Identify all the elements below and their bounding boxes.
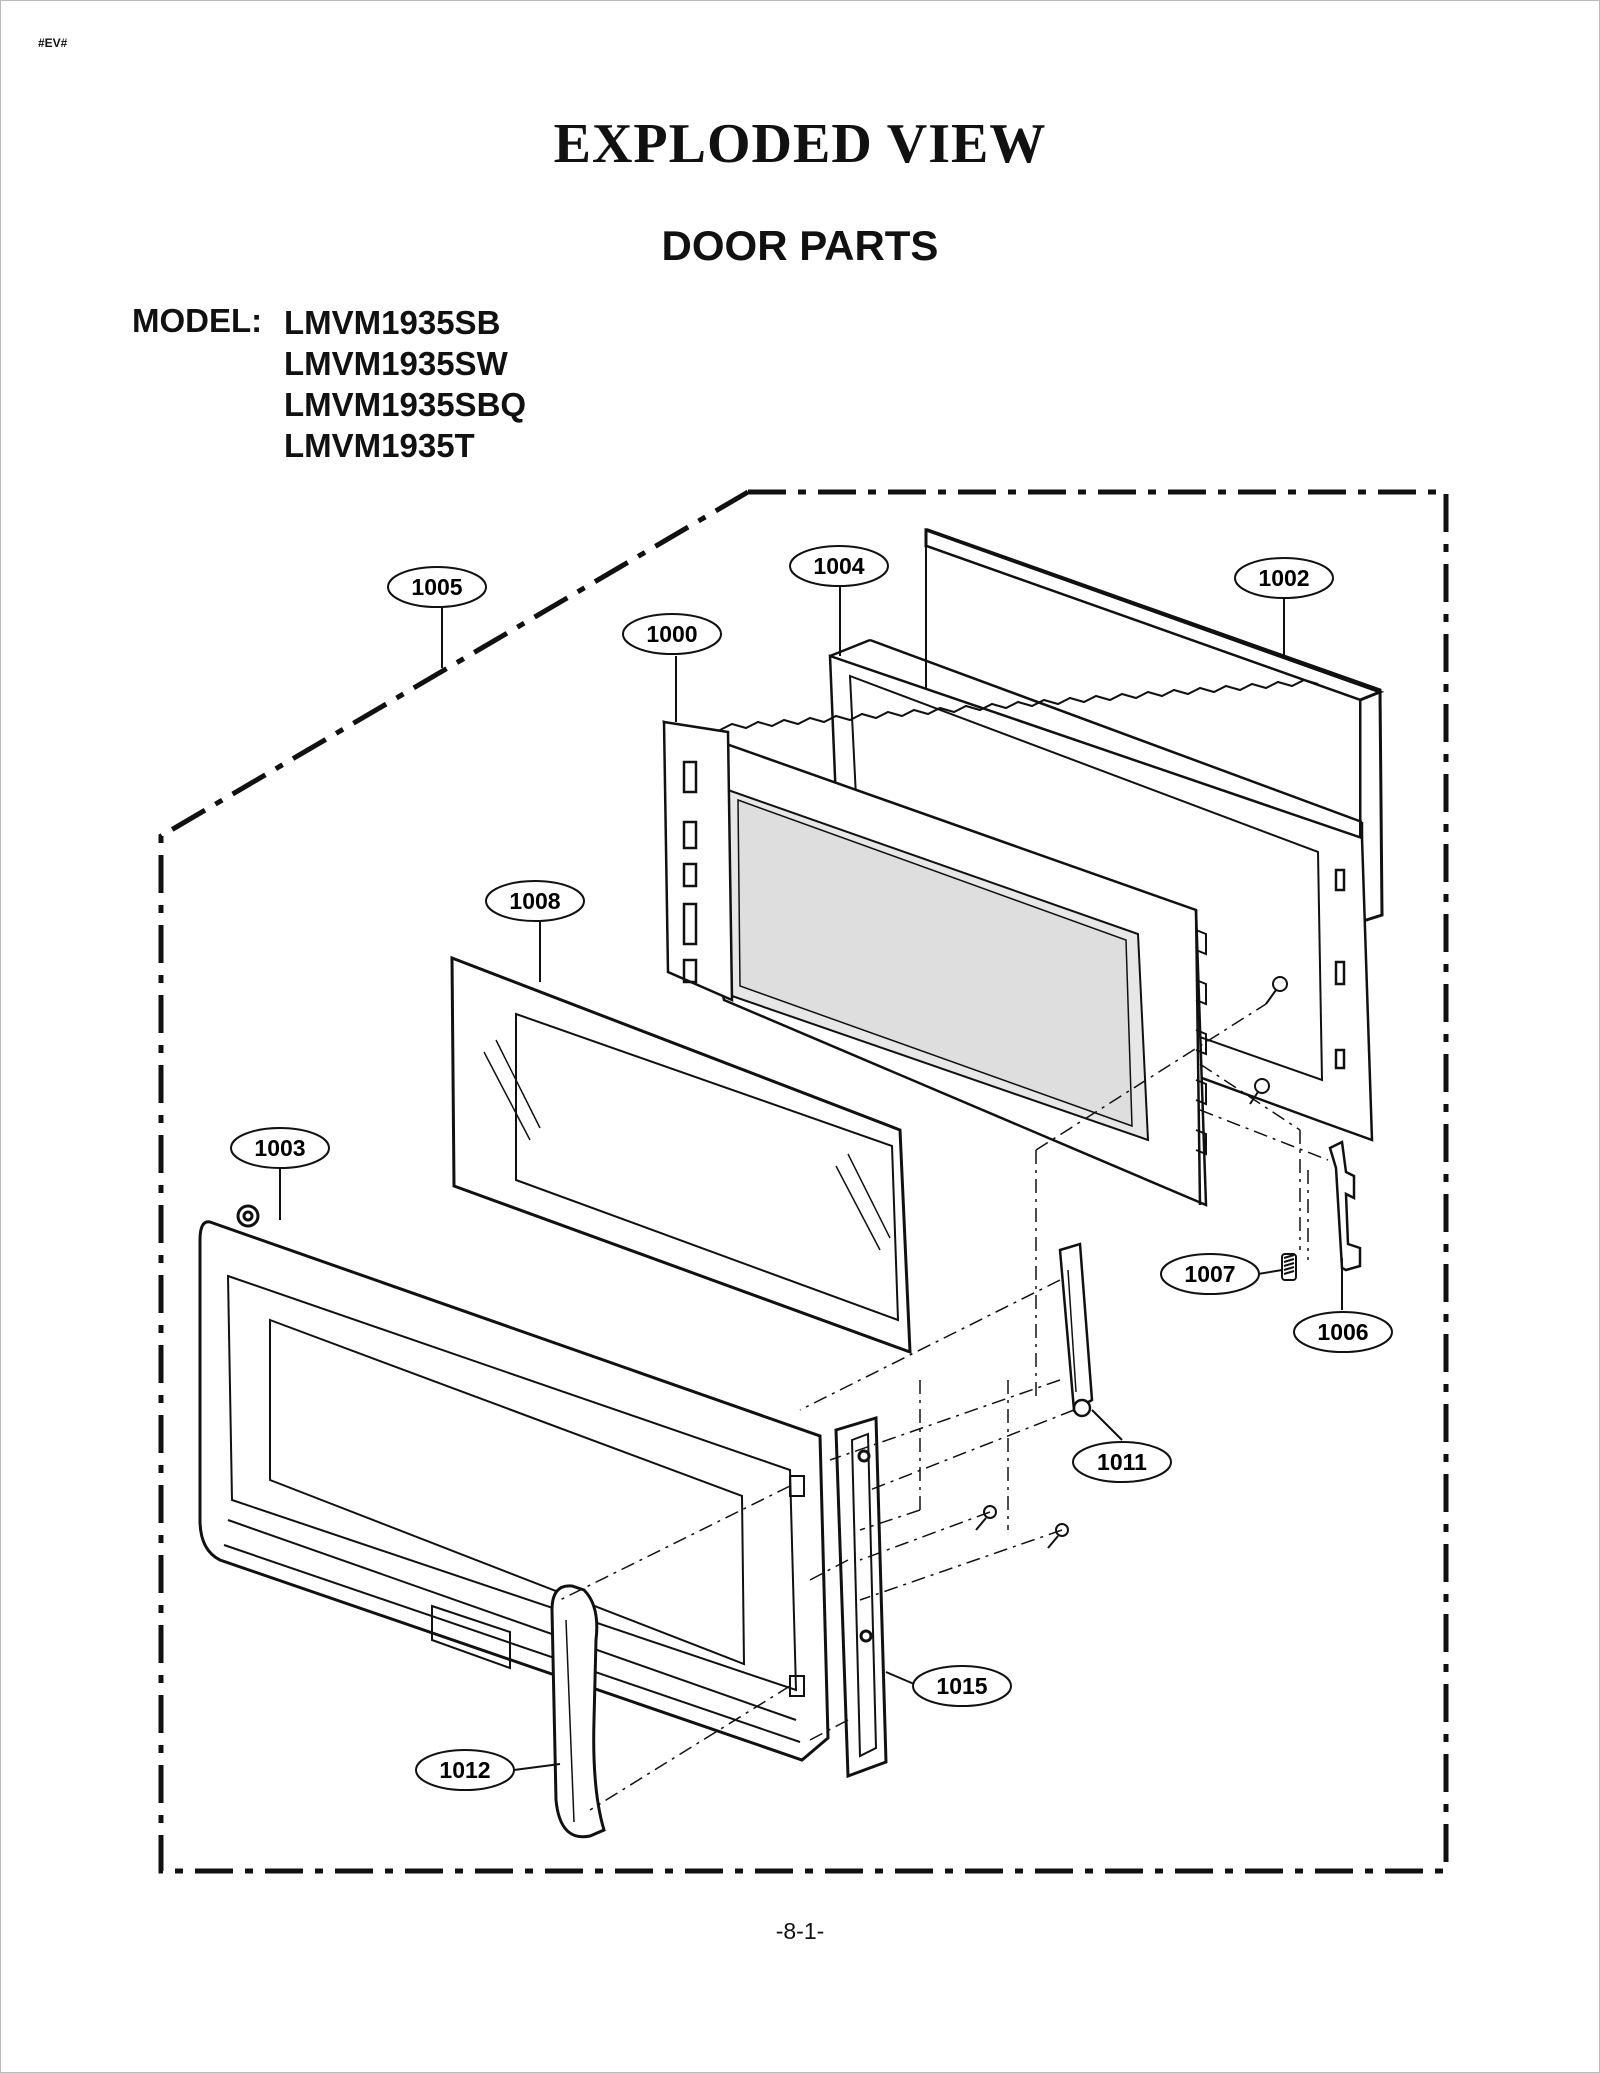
callout-1004: 1004 — [789, 545, 889, 587]
callout-label: 1000 — [646, 621, 697, 647]
callout-1015: 1015 — [912, 1665, 1012, 1707]
screws — [975, 976, 1288, 1549]
callout-1003: 1003 — [230, 1127, 330, 1169]
part-1008-glass — [450, 955, 912, 1355]
model-label: MODEL: — [132, 302, 263, 339]
callout-label: 1004 — [813, 553, 864, 579]
assembly-boundary — [158, 489, 1449, 1874]
callout-label: 1006 — [1317, 1319, 1368, 1345]
callout-1005: 1005 — [387, 566, 487, 608]
model-list: LMVM1935SB LMVM1935SW LMVM1935SBQ LMVM19… — [284, 302, 526, 466]
page-title: EXPLODED VIEW — [553, 113, 1047, 175]
callout-1012: 1012 — [415, 1749, 515, 1791]
model-item: LMVM1935SBQ — [284, 386, 527, 423]
part-1015-side-trim — [834, 1416, 888, 1779]
callout-label: 1008 — [509, 888, 560, 914]
part-1012-handle — [550, 1584, 606, 1839]
callout-1007: 1007 — [1160, 1253, 1260, 1295]
callout-label: 1012 — [439, 1757, 490, 1783]
callout-1000: 1000 — [622, 613, 722, 655]
callout-1006: 1006 — [1293, 1311, 1393, 1353]
model-item: LMVM1935SB — [284, 304, 501, 341]
section-subtitle: DOOR PARTS — [661, 222, 939, 269]
callout-1011: 1011 — [1072, 1441, 1172, 1483]
leader-lines — [279, 584, 1343, 1771]
callout-label: 1002 — [1258, 565, 1309, 591]
model-item: LMVM1935SW — [284, 345, 508, 382]
header-tag: #EV# — [38, 36, 68, 50]
part-1007-spring — [1281, 1253, 1297, 1281]
callout-label: 1007 — [1184, 1261, 1235, 1287]
callout-label: 1003 — [254, 1135, 305, 1161]
part-1000-door-assembly — [662, 678, 1319, 1207]
part-1011-latch — [1058, 1242, 1094, 1418]
callout-label: 1005 — [411, 574, 462, 600]
part-1006-latch-hook — [1328, 1140, 1362, 1272]
model-item: LMVM1935T — [284, 427, 475, 464]
callout-label: 1015 — [936, 1673, 987, 1699]
part-1003-front-frame — [198, 1204, 830, 1762]
callout-1002: 1002 — [1234, 557, 1334, 599]
page-number: -8-1- — [775, 1918, 825, 1944]
assembly-guide-lines — [559, 1003, 1329, 1811]
callout-label: 1011 — [1097, 1449, 1147, 1475]
callout-1008: 1008 — [485, 880, 585, 922]
